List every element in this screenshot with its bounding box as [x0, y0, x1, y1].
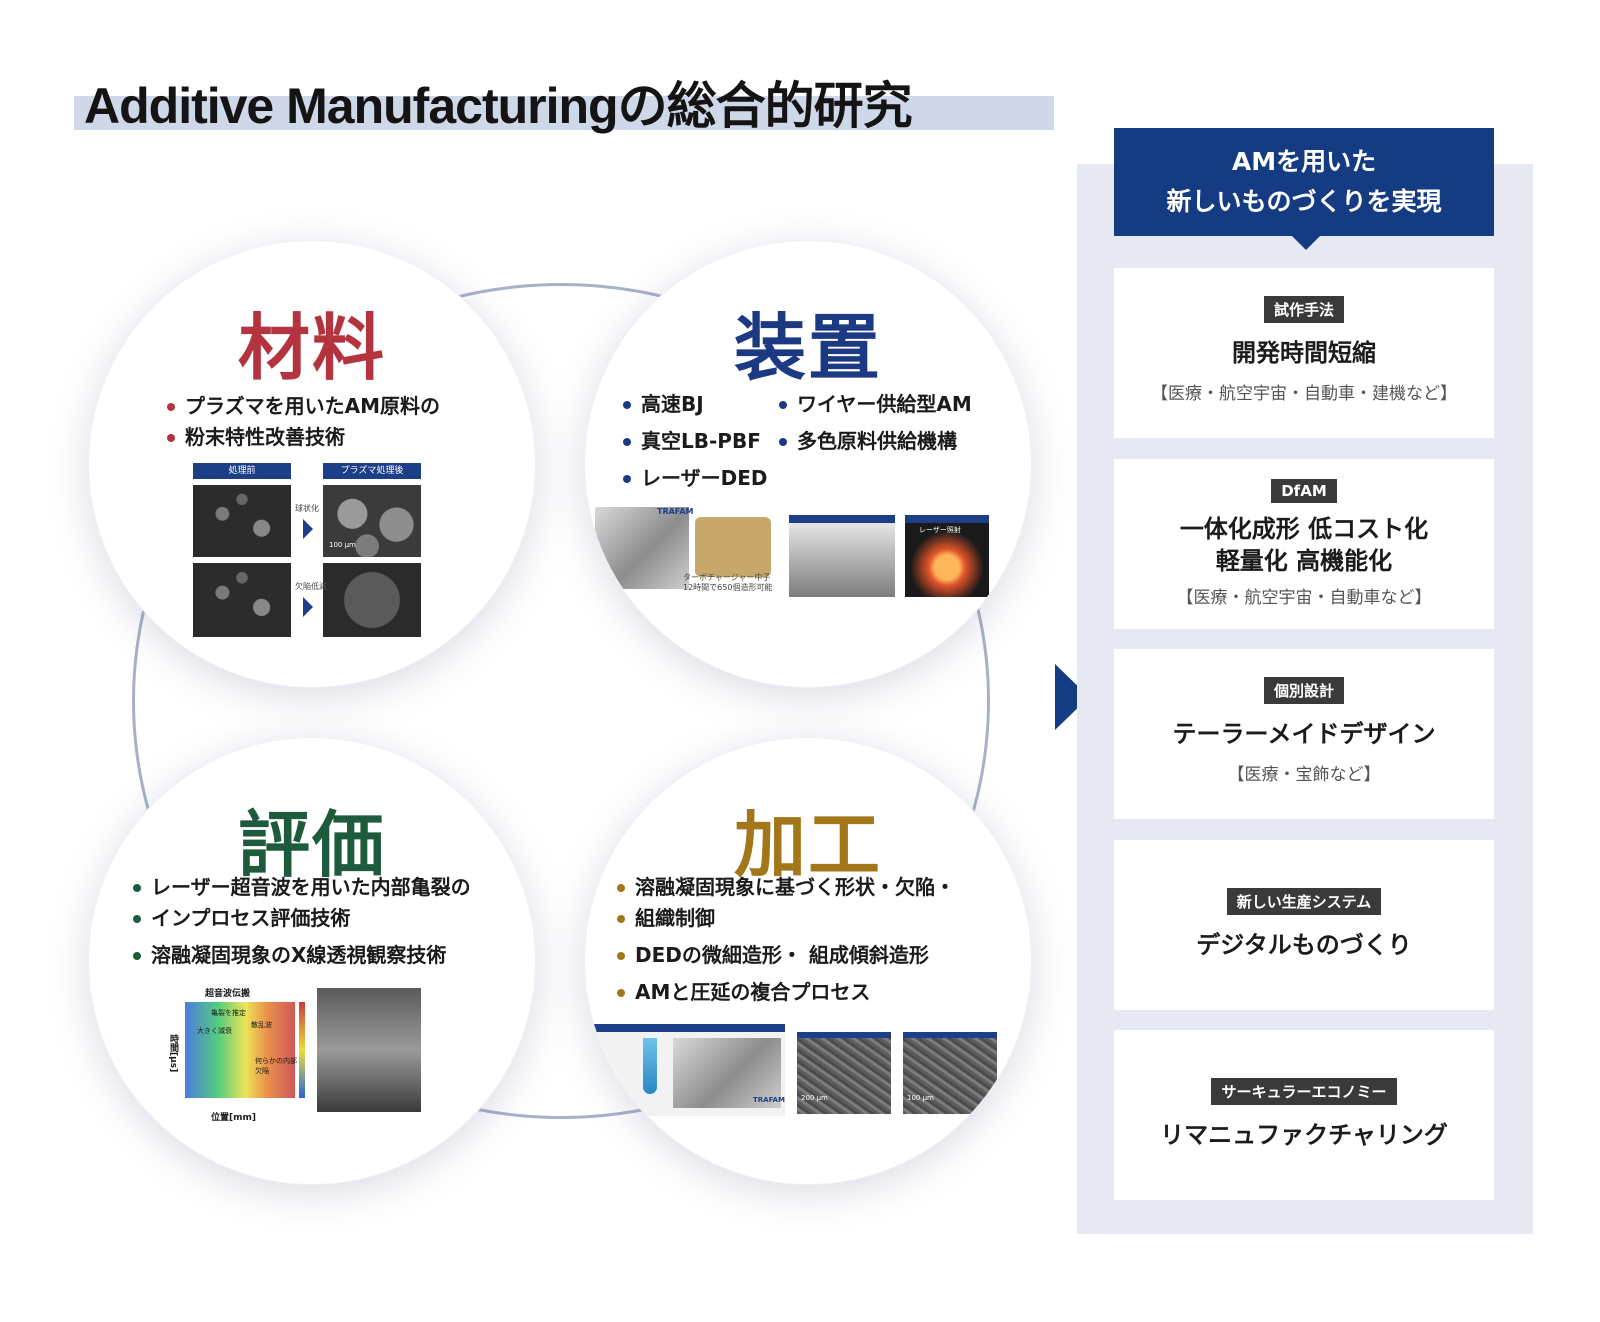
- card-main: デジタルものづくり: [1196, 931, 1412, 959]
- card-main: 開発時間短縮: [1232, 339, 1376, 367]
- card-tag: DfAM: [1271, 479, 1337, 503]
- annotation-crack: 亀裂を推定: [211, 1009, 246, 1017]
- processing-heading: 加工: [733, 803, 882, 887]
- evaluation-bullet-1: レーザー超音波を用いた内部亀裂の: [133, 872, 471, 903]
- processing-bullets: 溶融凝固現象に基づく形状・欠陥・ 組織制御 DEDの微細造形・ 組成傾斜造形 A…: [617, 872, 955, 1008]
- microstructure-photo-1: [797, 1032, 891, 1114]
- processing-bullet-3: DEDの微細造形・ 組成傾斜造形: [617, 940, 955, 971]
- card-sub: 【医療・宝飾など】: [1227, 765, 1381, 785]
- ultrasound-ylabel: 時間[μs]: [168, 1034, 178, 1073]
- trafam-logo: TRAFAM: [657, 507, 694, 516]
- ultrasound-xlabel: 位置[mm]: [211, 1113, 256, 1123]
- trafam-logo: TRAFAM: [753, 1096, 785, 1104]
- sem-photo-after-1: [323, 485, 421, 557]
- label-before: 処理前: [193, 463, 291, 479]
- page-title: Additive Manufacturingの総合的研究: [84, 78, 913, 134]
- card-tag: 新しい生産システム: [1226, 888, 1382, 915]
- evaluation-bullet-3: 溶融凝固現象のX線透視観察技術: [133, 940, 471, 971]
- device-bullet-1: 高速BJ: [623, 389, 773, 420]
- annotation-defect: 何らかの内部欠陥: [255, 1057, 297, 1075]
- device-heading: 装置: [733, 306, 882, 390]
- evaluation-heading: 評価: [237, 803, 386, 887]
- processing-bullet-2: 組織制御: [617, 903, 955, 934]
- step-label-1: 球状化: [295, 504, 319, 513]
- circle-device: 装置 高速BJ ワイヤー供給型AM 真空LB-PBF 多色原料供給機構 レーザー…: [584, 240, 1032, 688]
- result-card-prototyping: 試作手法 開発時間短縮 【医療・航空宇宙・自動車・建機など】: [1114, 268, 1494, 438]
- annotation-scatter: 散乱波: [251, 1021, 272, 1029]
- device-bullet-3: 真空LB-PBF: [623, 426, 773, 457]
- card-tag: 個別設計: [1263, 677, 1344, 704]
- evaluation-bullets: レーザー超音波を用いた内部亀裂の インプロセス評価技術 溶融凝固現象のX線透視観…: [133, 872, 471, 971]
- material-bullet-1: プラズマを用いたAM原料の: [167, 391, 440, 422]
- microstructure-photo-2: [903, 1032, 997, 1114]
- laser-label: レーザー照射: [919, 526, 961, 534]
- vacuum-chamber-photo: [789, 515, 895, 597]
- scale-label-2: 100 μm: [907, 1094, 934, 1102]
- ultrasound-heatmap: [185, 1002, 295, 1098]
- card-main: リマニュファクチャリング: [1160, 1121, 1448, 1149]
- machine-photo: [595, 507, 689, 589]
- circle-evaluation: 評価 レーザー超音波を用いた内部亀裂の インプロセス評価技術 溶融凝固現象のX線…: [88, 737, 536, 1185]
- ultrasound-title: 超音波伝搬: [205, 989, 251, 999]
- card-sub: 【医療・航空宇宙・自動車など】: [1176, 588, 1432, 608]
- arrow-icon: [303, 519, 313, 539]
- core-part-photo: [695, 517, 771, 577]
- card-main: テーラーメイドデザイン: [1172, 720, 1436, 748]
- circle-material: 材料 プラズマを用いたAM原料の 粉末特性改善技術 処理前 プラズマ処理後 球状…: [88, 240, 536, 688]
- card-tag: 試作手法: [1263, 296, 1344, 323]
- device-bullet-4: 多色原料供給機構: [779, 426, 979, 457]
- ded-machine-photo: [673, 1038, 781, 1108]
- laser-ded-photo: [905, 515, 989, 597]
- card-main: 一体化成形 低コスト化: [1179, 515, 1429, 543]
- xray-photo: [317, 988, 421, 1112]
- scale-label-1: 200 μm: [801, 1094, 828, 1102]
- processing-bullet-1: 溶融凝固現象に基づく形状・欠陥・: [617, 872, 955, 903]
- arrow-icon: [303, 597, 313, 617]
- nozzle-diagram: [643, 1038, 657, 1094]
- result-card-production-system: 新しい生産システム デジタルものづくり: [1114, 840, 1494, 1010]
- processing-bullet-4: AMと圧延の複合プロセス: [617, 977, 955, 1008]
- result-card-circular-economy: サーキュラーエコノミー リマニュファクチャリング: [1114, 1030, 1494, 1200]
- callout-line-1: AMを用いた: [1231, 147, 1377, 176]
- material-bullet-2: 粉末特性改善技術: [167, 422, 440, 453]
- heatmap-colorbar: [299, 1002, 305, 1098]
- scale-label: 100 μm: [329, 541, 356, 549]
- device-photo-caption: ターボチャージャー中子 12時間で650個造形可能: [683, 573, 773, 592]
- device-bullets: 高速BJ ワイヤー供給型AM 真空LB-PBF 多色原料供給機構 レーザーDED: [623, 389, 979, 494]
- result-card-dfam: DfAM 一体化成形 低コスト化 軽量化 高機能化 【医療・航空宇宙・自動車など…: [1114, 459, 1494, 629]
- circle-processing: 加工 溶融凝固現象に基づく形状・欠陥・ 組織制御 DEDの微細造形・ 組成傾斜造…: [584, 737, 1032, 1185]
- callout-banner: AMを用いた 新しいものづくりを実現: [1114, 128, 1494, 250]
- sem-photo-before-1: [193, 485, 291, 557]
- connecting-ring: [132, 283, 990, 1119]
- card-main-2: 軽量化 高機能化: [1215, 547, 1393, 575]
- material-heading: 材料: [237, 306, 386, 390]
- device-bullet-5: レーザーDED: [623, 463, 773, 494]
- title-highlight: [74, 96, 1054, 130]
- sem-photo-after-2: [323, 563, 421, 637]
- sem-photo-before-2: [193, 563, 291, 637]
- callout-line-2: 新しいものづくりを実現: [1166, 187, 1442, 216]
- material-bullets: プラズマを用いたAM原料の 粉末特性改善技術: [167, 391, 440, 453]
- card-tag: サーキュラーエコノミー: [1211, 1078, 1397, 1105]
- result-card-custom-design: 個別設計 テーラーメイドデザイン 【医療・宝飾など】: [1114, 649, 1494, 819]
- step-label-2: 欠陥低減: [295, 582, 327, 591]
- device-bullet-2: ワイヤー供給型AM: [779, 389, 979, 420]
- annotation-attenuation: 大きく減衰: [197, 1027, 232, 1035]
- title-block: Additive Manufacturingの総合的研究: [74, 66, 1054, 138]
- evaluation-bullet-2: インプロセス評価技術: [133, 903, 471, 934]
- card-sub: 【医療・航空宇宙・自動車・建機など】: [1151, 384, 1457, 404]
- label-after: プラズマ処理後: [323, 463, 421, 479]
